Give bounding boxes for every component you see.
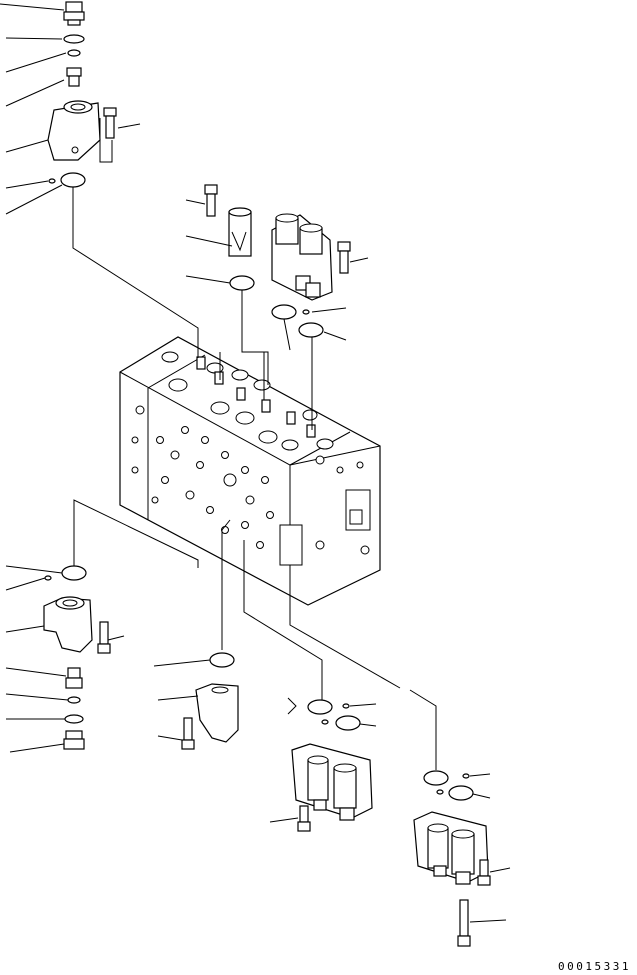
bottom-center-gasket-2 <box>335 715 361 731</box>
bottom-right-solenoid-valve <box>413 811 489 885</box>
bottom-left-seal <box>67 696 81 704</box>
top-middle-gasket <box>229 275 255 291</box>
bottom-left-gasket <box>61 565 87 581</box>
bottom-left-plug <box>63 730 85 750</box>
bottom-middle-bolt <box>181 717 195 750</box>
bottom-right-small-o-ring <box>462 773 470 779</box>
bottom-left-leader <box>73 499 199 568</box>
top-right-gasket-2 <box>298 322 324 338</box>
top-left-o-ring-1 <box>63 34 85 44</box>
top-left-cover <box>47 100 101 161</box>
top-middle-pilot-valve <box>228 207 252 257</box>
bottom-left-o-ring <box>64 714 84 724</box>
bottom-left-cover <box>43 596 93 653</box>
bottom-right-long-bolt <box>457 899 471 947</box>
valve-top-ports <box>161 351 334 451</box>
bottom-center-solenoid-valve <box>291 743 373 821</box>
top-left-seal <box>67 49 81 57</box>
bottom-left-leaders <box>5 565 125 753</box>
bottom-center-small-o-ring <box>342 703 350 709</box>
bottom-middle-gasket <box>209 652 235 668</box>
control-valve-body <box>119 336 381 606</box>
bottom-center-bolt <box>297 805 311 832</box>
top-left-leaders <box>0 3 199 358</box>
top-left-small-o-ring <box>48 178 56 184</box>
top-middle-bolt <box>204 184 218 217</box>
bottom-middle-cover <box>195 683 239 743</box>
bottom-center-small-o-ring-2 <box>321 719 329 725</box>
top-left-poppet <box>66 67 82 87</box>
drawing-code: 00015331 <box>558 960 631 973</box>
bottom-right-short-bolt <box>477 859 491 886</box>
top-left-bolt <box>103 107 117 139</box>
top-left-gasket <box>60 172 86 188</box>
bottom-right-gasket-2 <box>448 785 474 801</box>
bottom-left-small-o-ring <box>44 575 52 581</box>
bottom-right-gasket-1 <box>423 770 449 786</box>
top-right-gasket-1 <box>271 304 297 320</box>
bottom-left-bolt <box>97 621 111 654</box>
top-right-solenoid-valve <box>271 213 333 301</box>
bottom-left-poppet <box>65 667 83 689</box>
top-right-small-o-ring <box>302 309 310 315</box>
valve-side-holes <box>131 405 370 555</box>
bottom-center-gasket-1 <box>307 699 333 715</box>
top-right-bolt <box>337 241 351 274</box>
pilot-screws <box>196 356 316 438</box>
bottom-right-small-o-ring-2 <box>436 789 444 795</box>
top-left-plug <box>63 1 85 26</box>
